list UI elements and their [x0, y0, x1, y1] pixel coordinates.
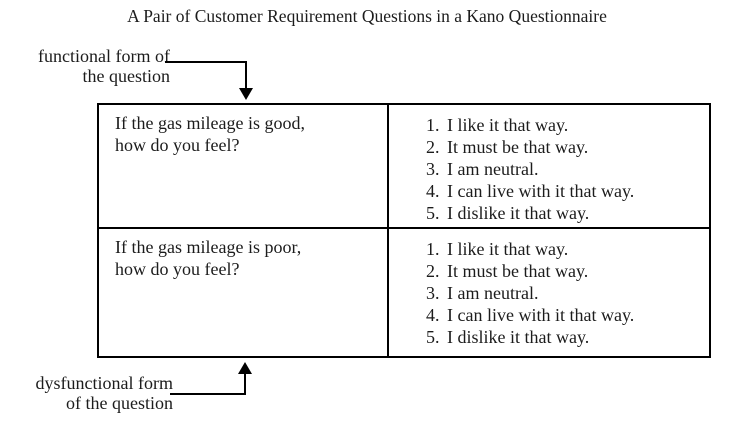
option-item: 3. I am neutral.	[426, 282, 705, 304]
options-cell: 1. I like it that way. 2. It must be tha…	[389, 229, 709, 356]
option-text: I like it that way.	[447, 115, 569, 135]
arrow-down-icon	[239, 88, 253, 100]
questionnaire-table: If the gas mileage is good, how do you f…	[97, 103, 711, 358]
option-text: I can live with it that way.	[447, 305, 635, 325]
question-line1: If the gas mileage is good,	[115, 113, 305, 133]
option-item: 2. It must be that way.	[426, 260, 705, 282]
options-cell: 1. I like it that way. 2. It must be tha…	[389, 105, 709, 227]
dysfunctional-form-label: dysfunctional form of the question	[8, 373, 173, 413]
option-text: I like it that way.	[447, 239, 569, 259]
option-text: It must be that way.	[447, 137, 589, 157]
option-number: 1.	[426, 239, 440, 259]
option-number: 2.	[426, 137, 440, 157]
option-number: 3.	[426, 283, 440, 303]
dysfunctional-form-label-line1: dysfunctional form	[35, 373, 173, 393]
option-item: 2. It must be that way.	[426, 136, 705, 158]
option-number: 3.	[426, 159, 440, 179]
option-item: 3. I am neutral.	[426, 158, 705, 180]
functional-arrow	[165, 61, 253, 100]
question-cell: If the gas mileage is good, how do you f…	[99, 105, 389, 227]
option-number: 4.	[426, 181, 440, 201]
option-number: 5.	[426, 203, 440, 223]
option-number: 4.	[426, 305, 440, 325]
option-number: 5.	[426, 327, 440, 347]
option-item: 4. I can live with it that way.	[426, 304, 705, 326]
option-item: 4. I can live with it that way.	[426, 180, 705, 202]
option-item: 1. I like it that way.	[426, 114, 705, 136]
figure-title: A Pair of Customer Requirement Questions…	[127, 6, 607, 26]
question-line2: how do you feel?	[115, 135, 240, 155]
table-row-functional: If the gas mileage is good, how do you f…	[99, 105, 709, 229]
arrow-up-icon	[238, 362, 252, 374]
option-text: I dislike it that way.	[447, 203, 590, 223]
table-row-dysfunctional: If the gas mileage is poor, how do you f…	[99, 229, 709, 356]
option-text: I am neutral.	[447, 283, 539, 303]
question-line1: If the gas mileage is poor,	[115, 237, 302, 257]
option-number: 1.	[426, 115, 440, 135]
option-text: It must be that way.	[447, 261, 589, 281]
option-text: I can live with it that way.	[447, 181, 635, 201]
option-text: I am neutral.	[447, 159, 539, 179]
option-item: 5. I dislike it that way.	[426, 202, 705, 224]
dysfunctional-form-label-line2: of the question	[66, 393, 173, 413]
option-item: 5. I dislike it that way.	[426, 326, 705, 348]
functional-form-label-line1: functional form of	[38, 46, 170, 66]
option-item: 1. I like it that way.	[426, 238, 705, 260]
option-text: I dislike it that way.	[447, 327, 590, 347]
dysfunctional-arrow	[170, 362, 252, 395]
functional-form-label: functional form of the question	[10, 46, 170, 86]
question-cell: If the gas mileage is poor, how do you f…	[99, 229, 389, 356]
question-line2: how do you feel?	[115, 259, 240, 279]
option-number: 2.	[426, 261, 440, 281]
functional-form-label-line2: the question	[82, 66, 171, 86]
